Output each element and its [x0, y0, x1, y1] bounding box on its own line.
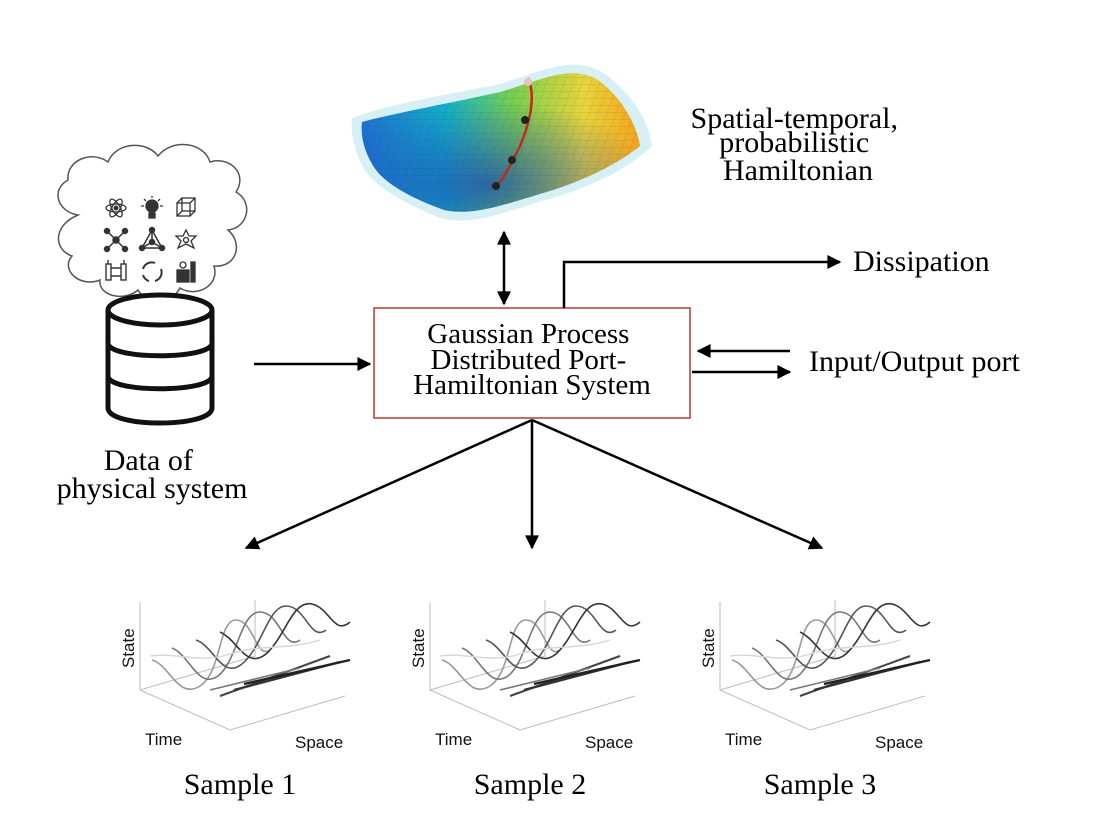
trajectory-point [524, 78, 532, 86]
state-curve [219, 603, 351, 660]
arrow-dissipation [562, 255, 842, 308]
plot-axes [719, 600, 926, 731]
trend-line [209, 667, 301, 691]
arrow-to-sample-3 [531, 418, 824, 550]
sample-title: Sample 3 [764, 768, 877, 801]
axis-label-space: Space [585, 733, 633, 752]
axis-label-state: State [699, 628, 718, 668]
gear-icon [174, 228, 198, 250]
sample-title: Sample 1 [184, 768, 297, 801]
state-curve [509, 603, 641, 660]
center-box-label: Gaussian Process Distributed Port- Hamil… [413, 318, 651, 401]
state-curve [151, 619, 271, 690]
axis-label-time: Time [435, 730, 472, 749]
cube-icon [176, 197, 196, 217]
hamiltonian-label: Spatial-temporal, probabilistic Hamilton… [691, 102, 906, 187]
state-curve [439, 639, 611, 659]
cloud-outline [57, 143, 248, 301]
trend-line [533, 658, 641, 686]
network-icon [103, 227, 129, 253]
hamiltonian-surface-image [351, 64, 652, 221]
trajectory-point [492, 182, 500, 190]
lightbulb-icon [141, 196, 163, 219]
state-curve [729, 639, 901, 659]
state-curve [485, 605, 617, 669]
state-curve [731, 619, 851, 690]
axis-label-state: State [119, 628, 138, 668]
circuit-icon [105, 260, 127, 281]
state-curve [195, 605, 327, 669]
data-label: Data of physical system [57, 444, 248, 505]
state-curve [461, 611, 591, 680]
database-icon [105, 292, 215, 426]
axis-label-space: Space [875, 733, 923, 752]
center-box [373, 307, 691, 419]
state-curve [751, 611, 881, 680]
state-curve [799, 603, 931, 660]
io-port-label: Input/Output port [809, 345, 1020, 378]
state-curve [775, 605, 907, 669]
apparatus-icon [176, 261, 196, 283]
triangle-graph-icon [138, 226, 166, 252]
state-curve [441, 619, 561, 690]
dissipation-label: Dissipation [853, 245, 990, 278]
state-curve [149, 639, 321, 659]
cycle-icon [142, 261, 163, 282]
axis-label-space: Space [295, 733, 343, 752]
trajectory-point [521, 116, 529, 124]
trend-line [789, 667, 881, 691]
trend-line [499, 667, 591, 691]
trajectory-point [508, 156, 516, 164]
arrow-to-sample-1 [244, 418, 533, 550]
axis-label-state: State [409, 628, 428, 668]
axis-label-time: Time [145, 730, 182, 749]
trend-line [243, 658, 351, 686]
axis-label-time: Time [725, 730, 762, 749]
plot-axes [429, 600, 636, 731]
sample-title: Sample 2 [474, 768, 587, 801]
surface-trajectory [495, 77, 533, 187]
trend-line [823, 658, 931, 686]
plot-axes [139, 600, 346, 731]
state-curve [171, 611, 301, 680]
atom-icon [105, 198, 127, 218]
